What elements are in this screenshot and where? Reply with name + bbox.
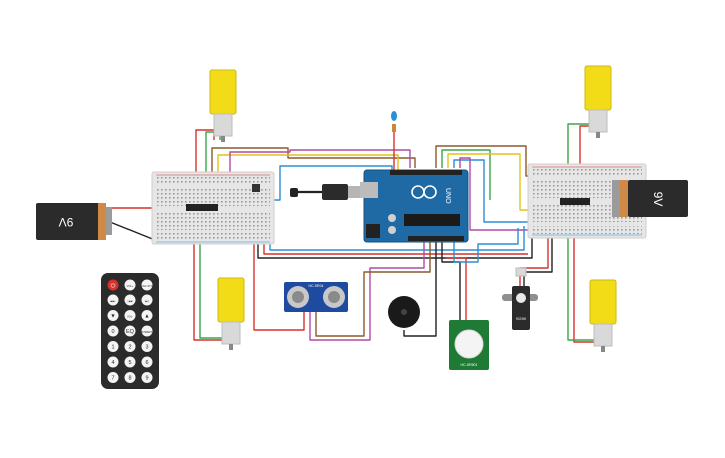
remote-key-label: EQ [126,329,135,335]
remote-key[interactable] [124,356,136,368]
breadboard-left [151,171,275,245]
motor-left-bottom [217,277,245,350]
pir-label: HC-SR501 [461,363,478,367]
arduino-uno: UNO [360,169,469,243]
servo-horn-icon [516,293,526,303]
remote-key-label: ▲ [144,314,149,320]
remote-key[interactable] [124,310,136,321]
wire-us-purple [309,236,425,341]
remote-key-label: 4 [111,360,114,366]
remote-key[interactable] [141,372,153,383]
remote-key[interactable] [124,341,136,352]
wire-servo-red [519,226,549,286]
battery-right: 9V [612,180,688,217]
wire-purple-top [229,149,411,176]
switch-left [252,184,260,192]
remote-key-label: 8 [128,376,131,382]
remote-key-label: 6 [145,360,148,366]
remote-key-label: 1 [111,345,114,351]
remote-key-label: ▼ [110,314,115,320]
wire-right-blue [453,159,530,223]
remote-key-label: 2 [128,345,131,351]
wire-us-red [253,240,305,331]
remote-key-label: ST/REPT [142,330,153,334]
wire-pir-red [446,257,467,330]
remote-key[interactable] [141,310,153,321]
power-icon: ⏻ [111,283,116,290]
remote-key[interactable] [107,356,119,368]
remote-key[interactable] [124,294,136,306]
remote-key[interactable] [141,356,153,368]
wire-right-green [441,149,491,200]
remote-key-label: 7 [111,376,114,382]
remote-key-label: 5 [128,360,131,366]
wire-yellow-top [217,154,399,176]
remote-key[interactable] [124,279,136,291]
ultrasonic-sensor: HC-SR04 [284,282,348,312]
remote-key-label: 9 [145,376,148,382]
battery-right-label: 9V [651,192,665,207]
motor-driver-chip-left [186,204,218,211]
remote-key-label: 3 [145,345,148,351]
remote-key-label: |◀◀ [128,299,134,303]
remote-key-label: VOL- [127,315,133,319]
remote-key-label: ▶▶| [111,299,116,303]
motor-left-top [209,69,237,142]
servo-motor: SG90 [502,267,538,330]
remote-key-label: FUNC STOP [140,284,155,288]
ultrasonic-label: HC-SR04 [309,284,324,288]
remote-power-button[interactable] [107,279,119,291]
remote-key[interactable] [107,294,119,306]
ir-remote: ⏻ VOL+ FUNC STOP ▶▶| |◀◀ ▶|| ▼ VOL- ▲ 0 EQ ST/REPT 1… [101,273,159,389]
usb-plug [290,184,362,200]
wire-bottom-black [257,232,533,259]
remote-key[interactable] [107,310,119,321]
pir-sensor: HC-SR501 [449,320,489,370]
arduino-brand-label: UNO [444,188,451,204]
remote-keypad: ⏻ VOL+ FUNC STOP ▶▶| |◀◀ ▶|| ▼ VOL- ▲ 0 EQ ST/REPT 1… [107,279,155,383]
led [391,111,397,132]
remote-key-label: ▶|| [145,299,149,303]
wire-brown-top [211,147,416,176]
digital-header [390,170,462,175]
remote-key[interactable] [107,341,119,352]
remote-key[interactable] [141,294,153,306]
remote-key[interactable] [141,279,153,291]
wire-servo-black [523,226,553,286]
remote-key-label: VOL+ [127,284,134,288]
wire-right-purple [459,157,540,231]
remote-key-label: 0 [111,329,114,335]
motor-right-top [584,65,612,138]
remote-key[interactable] [141,325,153,337]
remote-key[interactable] [124,325,136,337]
motor-driver-chip-right [560,198,590,205]
wire-pir-blue [453,228,519,263]
battery-left: 9V [36,203,112,240]
pir-dome-icon [454,329,484,359]
remote-key[interactable] [107,372,119,383]
buzzer [388,296,420,328]
remote-key[interactable] [124,372,136,383]
battery-left-label: 9V [59,215,74,229]
atmega-chip [404,214,460,226]
servo-label: SG90 [516,316,527,321]
wire-pir-black [441,236,461,330]
resistor [392,124,396,132]
motor-right-bottom [589,279,617,352]
power-jack [366,224,380,238]
wire-us-brown [315,236,431,337]
wire-buzzer-black [403,236,437,337]
remote-key[interactable] [107,325,119,337]
usb-port [360,182,378,198]
remote-key[interactable] [141,341,153,352]
analog-header [408,236,464,241]
